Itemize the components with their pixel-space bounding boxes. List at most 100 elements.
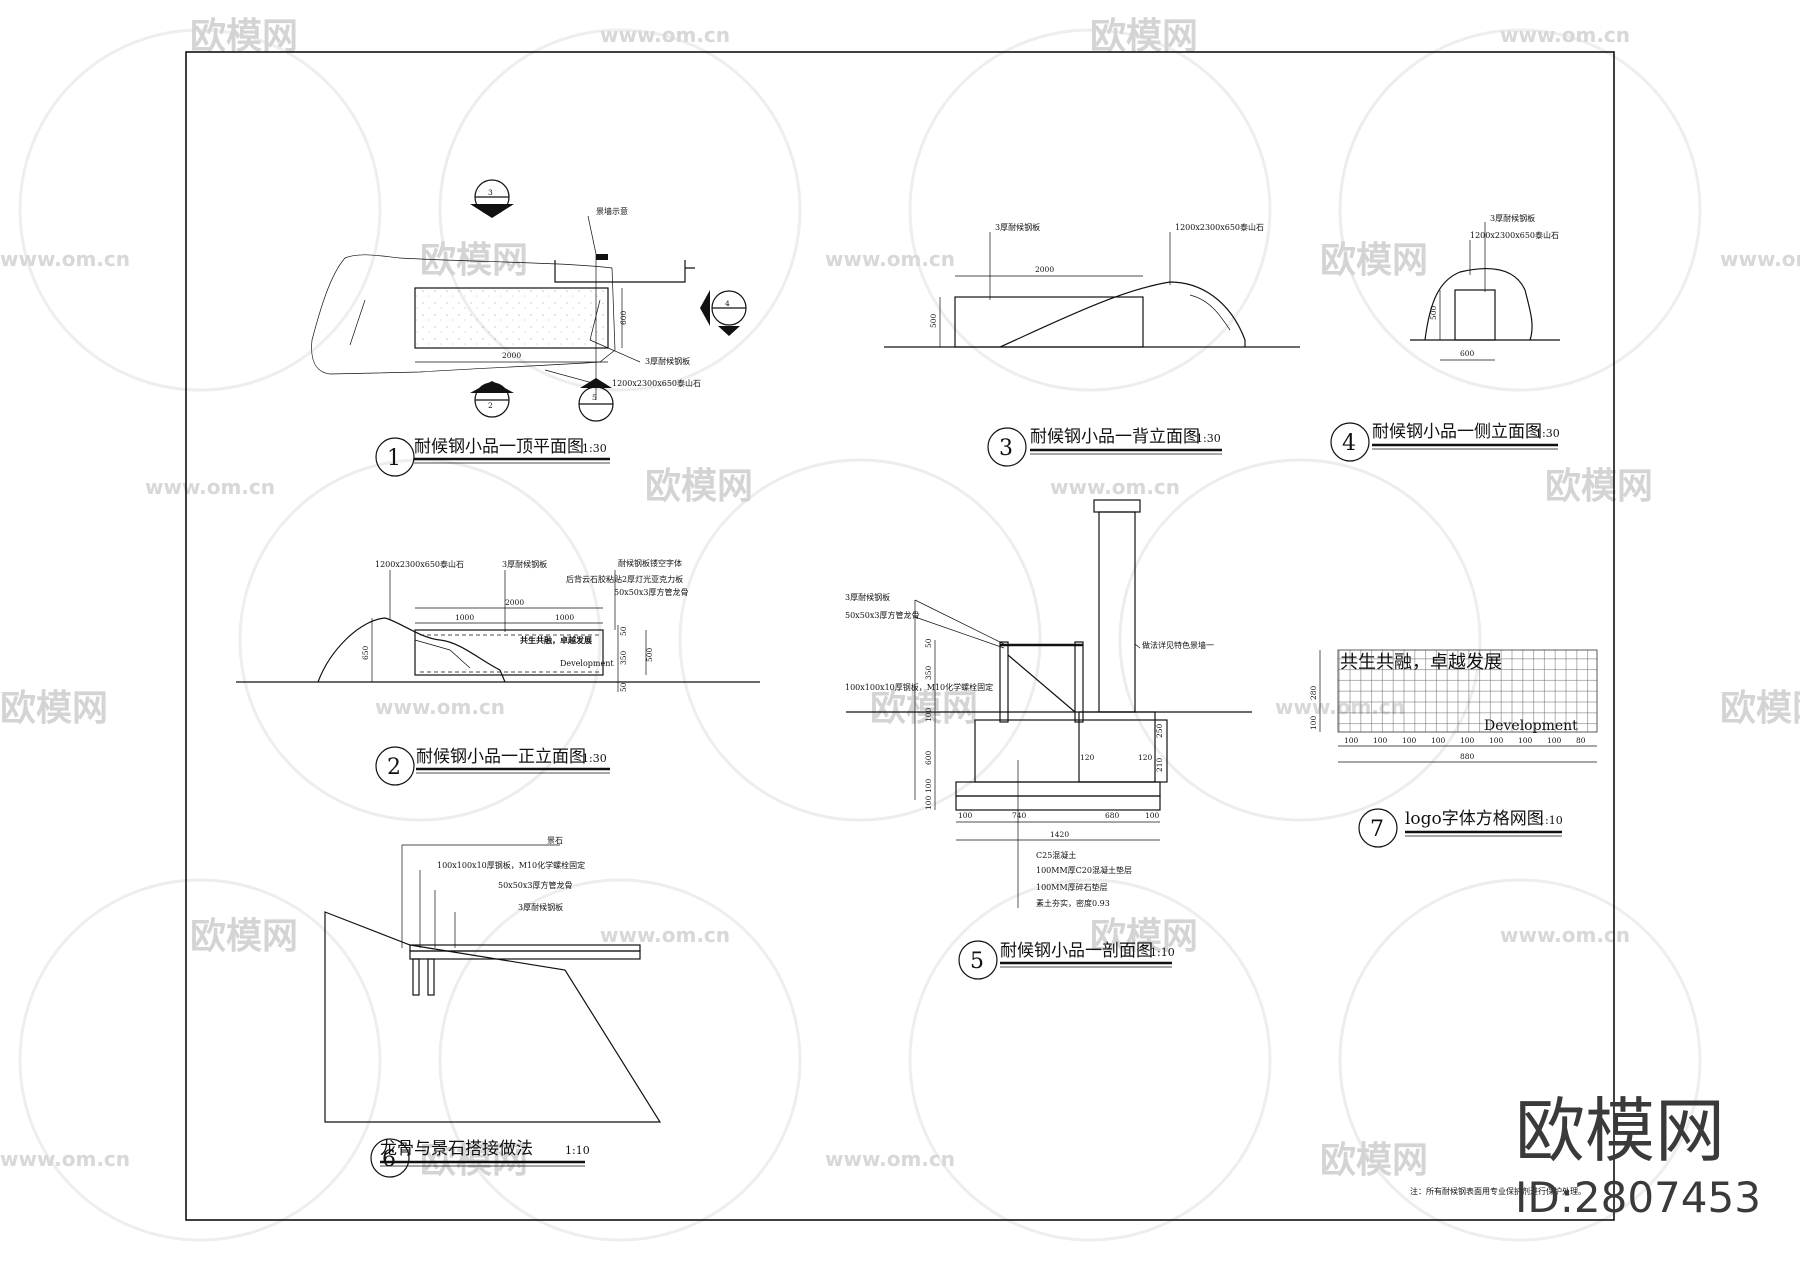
logo-dim-7: 100 xyxy=(1518,736,1533,745)
watermark-brand: 欧模网 xyxy=(190,16,298,57)
watermark-url: www.om.cn xyxy=(1720,247,1800,271)
drawing-3-title: 耐候钢小品一背立面图 xyxy=(1030,427,1200,447)
front-dim-r3: 500 xyxy=(645,647,654,662)
watermark-brand: 欧模网 xyxy=(1090,16,1198,57)
front-dim-r2: 350 xyxy=(619,650,628,665)
section-dim-l3: 100 xyxy=(924,707,933,722)
plan-callout-top: 3 xyxy=(488,188,493,197)
drawing-1-number: 1 xyxy=(387,446,401,471)
drawing-1-scale: 1:30 xyxy=(582,442,607,455)
drawing-4-title: 耐候钢小品一侧立面图 xyxy=(1372,422,1542,442)
logo-dim-2: 100 xyxy=(1373,736,1388,745)
front-dim-total: 2000 xyxy=(505,598,524,607)
drawing-3-back-elevation: 2000 500 3厚耐候钢板 1200x2300x650泰山石 3 耐候钢小品… xyxy=(884,222,1300,467)
section-label-wall: 做法详见特色景墙一 xyxy=(1142,640,1214,650)
drawing-6-scale: 1:10 xyxy=(565,1144,590,1157)
logo-cn-text: 共生共融，卓越发展 xyxy=(1340,652,1502,673)
section-dim-120b: 120 xyxy=(1138,753,1153,762)
logo-dim-4: 100 xyxy=(1431,736,1446,745)
front-label-stone: 1200x2300x650泰山石 xyxy=(375,559,464,569)
logo-en-text: Development xyxy=(1484,718,1578,734)
drawing-7-logo-grid: 共生共融，卓越发展 Development 100 100 100 100 10… xyxy=(1309,649,1598,848)
drawing-2-title: 耐候钢小品一正立面图 xyxy=(416,747,586,767)
detail6-label-stone: 景石 xyxy=(547,836,563,845)
section-dim-total: 1420 xyxy=(1050,830,1069,839)
detail6-label-steel: 3厚耐候钢板 xyxy=(518,902,563,912)
drawing-1-plan: 景墙示意 600 2000 3厚耐候钢板 1200x2300x650泰山石 3 … xyxy=(311,179,747,477)
drawing-6-detail: 景石 100x100x10厚钢板，M10化学螺栓固定 50x50x3厚方管龙骨 … xyxy=(324,836,662,1178)
front-dim-1: 1000 xyxy=(455,613,474,622)
section-layer-2: 100MM厚C20混凝土垫层 xyxy=(1036,865,1132,875)
front-label-steel: 3厚耐候钢板 xyxy=(502,559,547,569)
plan-label-stone: 1200x2300x650泰山石 xyxy=(612,378,701,388)
logo-dim-6: 100 xyxy=(1489,736,1504,745)
watermark-brand: 欧模网 xyxy=(1720,688,1800,729)
watermark-url: www.om.cn xyxy=(0,1147,130,1171)
section-dim-l4: 600 xyxy=(924,750,933,765)
drawing-2-front-elevation: 共生共融，卓越发展 Development 2000 1000 1000 650… xyxy=(236,558,760,786)
drawing-5-section: 3厚耐候钢板 50x50x3厚方管龙骨 100x100x10厚钢板，M10化学螺… xyxy=(845,499,1252,980)
watermark-url: www.om.cn xyxy=(145,475,275,499)
section-layer-3: 100MM厚碎石垫层 xyxy=(1036,882,1108,892)
watermark-brand: 欧模网 xyxy=(645,466,753,507)
section-dim-250: 250 xyxy=(1155,723,1164,738)
watermark-url: www.om.cn xyxy=(1050,475,1180,499)
watermark-brand: 欧模网 xyxy=(1320,1140,1428,1181)
section-dim-l2: 350 xyxy=(924,665,933,680)
plan-dim-width: 2000 xyxy=(502,351,521,360)
watermark-url: www.om.cn xyxy=(600,923,730,947)
section-label-plate: 100x100x10厚钢板，M10化学螺栓固定 xyxy=(845,682,993,692)
drawing-3-scale: 1:30 xyxy=(1196,432,1221,445)
watermark-url: www.om.cn xyxy=(825,247,955,271)
watermark-url: www.om.cn xyxy=(1500,923,1630,947)
detail6-label-tube: 50x50x3厚方管龙骨 xyxy=(498,880,572,890)
plan-callout-right: 4 xyxy=(725,299,730,308)
section-dim-l5: 100 xyxy=(924,778,933,793)
logo-dim-left-b: 100 xyxy=(1309,715,1318,730)
watermark-url: www.om.cn xyxy=(1500,23,1630,47)
drawing-3-number: 3 xyxy=(999,436,1013,461)
section-label-steel: 3厚耐候钢板 xyxy=(845,592,890,602)
front-inner-cn: 共生共融，卓越发展 xyxy=(520,635,592,645)
side-label-stone: 1200x2300x650泰山石 xyxy=(1470,230,1559,240)
drawing-1-title: 耐候钢小品一顶平面图 xyxy=(414,437,584,457)
sheet-border xyxy=(185,51,1615,1221)
watermark-brand: 欧模网 xyxy=(1320,240,1428,281)
corner-brand: 欧模网 xyxy=(1515,1090,1725,1172)
logo-dim-5: 100 xyxy=(1460,736,1475,745)
logo-dim-left-a: 280 xyxy=(1309,685,1318,700)
watermark-url: www.om.cn xyxy=(375,695,505,719)
back-label-steel: 3厚耐候钢板 xyxy=(995,222,1040,232)
drawing-7-scale: 1:10 xyxy=(1538,814,1563,827)
drawing-4-number: 4 xyxy=(1342,431,1356,456)
front-dim-r1: 50 xyxy=(619,626,628,636)
drawing-4-side-elevation: 500 600 3厚耐候钢板 1200x2300x650泰山石 4 耐候钢小品一… xyxy=(1330,213,1560,462)
drawing-7-title: logo字体方格网图 xyxy=(1405,809,1544,829)
corner-id: ID:2807453 xyxy=(1515,1173,1761,1222)
side-dim-height: 500 xyxy=(1429,305,1438,320)
logo-dim-3: 100 xyxy=(1402,736,1417,745)
section-dim-b3: 680 xyxy=(1105,811,1120,820)
watermark-url: www.om.cn xyxy=(0,247,130,271)
section-dim-120a: 120 xyxy=(1080,753,1095,762)
back-label-stone: 1200x2300x650泰山石 xyxy=(1175,222,1264,232)
drawing-7-number: 7 xyxy=(1370,817,1384,842)
front-dim-h: 650 xyxy=(361,645,370,660)
drawing-5-title: 耐候钢小品一剖面图 xyxy=(1000,941,1153,961)
logo-dim-9: 80 xyxy=(1576,736,1586,745)
logo-dim-total: 880 xyxy=(1460,752,1475,761)
watermark-brand: 欧模网 xyxy=(0,688,108,729)
side-dim-width: 600 xyxy=(1460,349,1475,358)
front-dim-r4: 50 xyxy=(619,682,628,692)
plan-callout-bottom-left: 2 xyxy=(488,401,493,410)
watermark-url: www.om.cn xyxy=(600,23,730,47)
section-dim-b4: 100 xyxy=(1145,811,1160,820)
side-label-steel: 3厚耐候钢板 xyxy=(1490,213,1535,223)
front-label-back: 后背云石胶粘贴2厚灯光亚克力板 xyxy=(566,574,683,584)
front-label-keel: 50x50x3厚方管龙骨 xyxy=(614,587,688,597)
front-dim-2: 1000 xyxy=(555,613,574,622)
section-dim-l6: 100 xyxy=(924,795,933,810)
back-dim-width: 2000 xyxy=(1035,265,1054,274)
